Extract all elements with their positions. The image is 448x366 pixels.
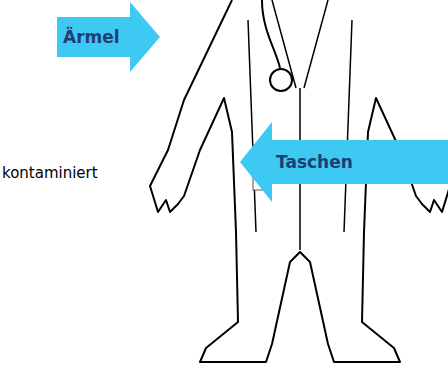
arrow-fill — [240, 122, 448, 202]
callout-text: Ärmel — [63, 27, 120, 47]
callout-arrow: Taschen — [240, 122, 448, 202]
stethoscope-tube — [262, 0, 280, 68]
stethoscope-chestpiece — [270, 69, 292, 91]
body-silhouette — [150, 0, 448, 362]
callout-arrow: Ärmel — [57, 2, 160, 72]
callout-text: Taschen — [276, 152, 353, 172]
coat-lapel-lines — [248, 0, 352, 250]
note-label: kontaminiert — [2, 164, 98, 182]
arrow-fill — [57, 2, 160, 72]
